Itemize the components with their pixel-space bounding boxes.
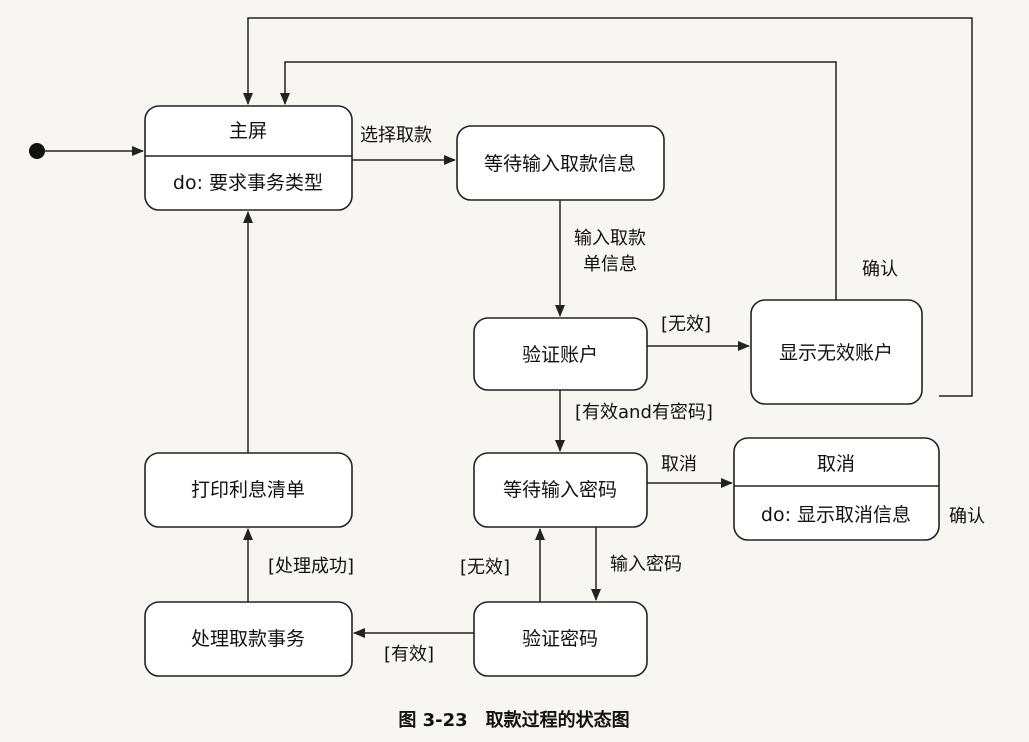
state-verify-account-name: 验证账户	[522, 344, 598, 366]
state-verify-account: 验证账户	[473, 317, 648, 391]
state-wait-password: 等待输入密码	[473, 452, 648, 528]
edge-confirm-cancel	[243, 17, 973, 397]
state-cancel-activity: do: 显示取消信息	[761, 504, 911, 526]
state-wait-withdraw-info-name: 等待输入取款信息	[484, 153, 636, 175]
state-print-interest-name: 打印利息清单	[191, 479, 305, 501]
label-invalid-password: [无效]	[460, 557, 510, 578]
state-main-screen: 主屏 do: 要求事务类型	[144, 105, 353, 211]
label-cancel: 取消	[661, 454, 697, 475]
state-main-screen-activity: do: 要求事务类型	[173, 172, 323, 194]
state-process-withdraw-name: 处理取款事务	[191, 628, 305, 650]
label-process-success: [处理成功]	[268, 556, 354, 577]
state-main-screen-name: 主屏	[229, 120, 267, 142]
state-cancel-name: 取消	[817, 453, 855, 475]
label-confirm-cancel: 确认	[949, 506, 985, 527]
state-show-invalid-account-name: 显示无效账户	[779, 342, 893, 364]
state-show-invalid-account: 显示无效账户	[750, 299, 923, 405]
state-wait-withdraw-info: 等待输入取款信息	[456, 125, 665, 201]
initial-state-dot	[29, 143, 45, 159]
label-input-password: 输入密码	[610, 554, 682, 575]
state-verify-password-name: 验证密码	[522, 628, 598, 650]
label-input-slip-line2: 单信息	[583, 254, 637, 275]
figure-caption: 图 3-23 取款过程的状态图	[398, 709, 629, 731]
label-confirm-invalid: 确认	[862, 259, 898, 280]
state-wait-password-name: 等待输入密码	[503, 479, 617, 501]
label-select-withdraw: 选择取款	[360, 125, 432, 146]
state-cancel: 取消 do: 显示取消信息	[733, 437, 940, 541]
label-valid-and-password: [有效and有密码]	[575, 402, 713, 423]
edge-confirm-invalid-account	[280, 61, 837, 300]
label-invalid-account: [无效]	[661, 314, 711, 335]
label-input-slip-line1: 输入取款	[574, 228, 646, 249]
label-valid-password: [有效]	[384, 644, 434, 665]
state-process-withdraw: 处理取款事务	[144, 601, 353, 677]
state-verify-password: 验证密码	[473, 601, 648, 677]
state-print-interest: 打印利息清单	[144, 452, 353, 528]
